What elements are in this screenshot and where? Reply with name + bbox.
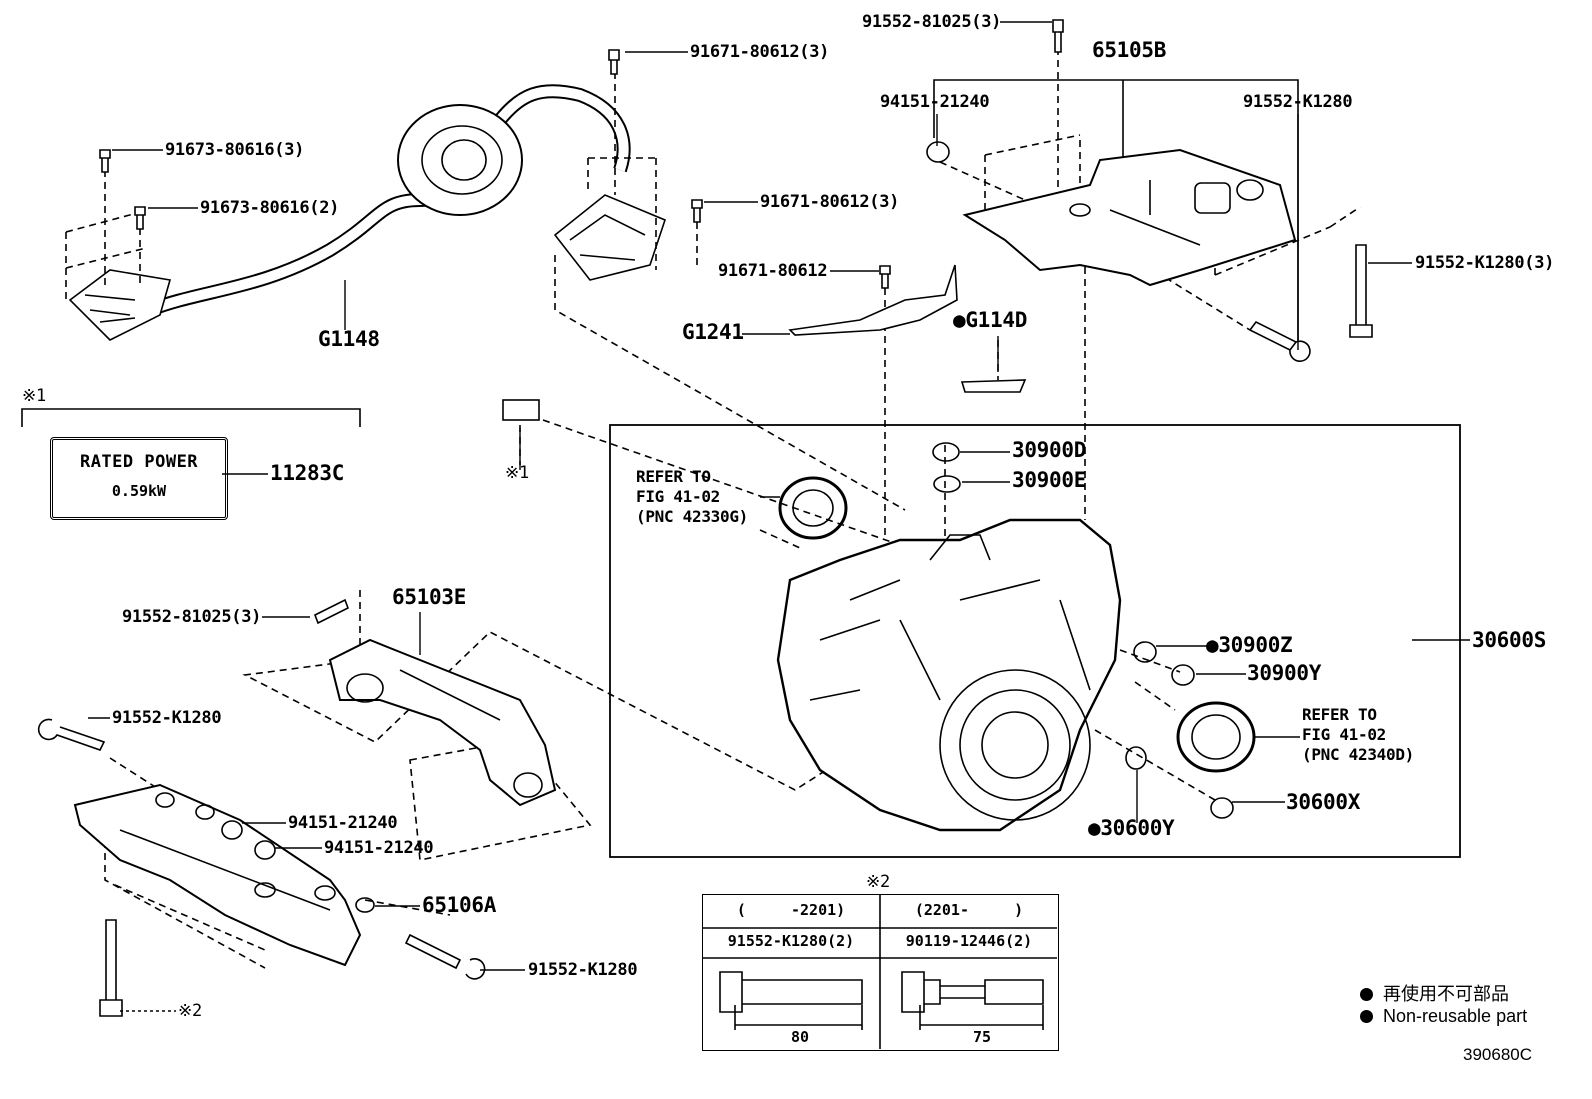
- bolt-table-left-range: ( -2201): [736, 901, 846, 919]
- label-30600x[interactable]: 30600X: [1286, 790, 1361, 814]
- mount-65105b: [962, 148, 1297, 287]
- label-91552-81025-top[interactable]: 91552-81025(3): [862, 12, 1002, 32]
- bolt-table-left-length: 80: [790, 1028, 810, 1046]
- label-30900z[interactable]: ●30900Z: [1206, 633, 1293, 657]
- label-g1241[interactable]: G1241: [682, 320, 744, 344]
- label-30600y[interactable]: ●30600Y: [1088, 816, 1175, 840]
- non-reusable-dot-icon: ●: [1088, 816, 1101, 840]
- diagram-code: 390680C: [1463, 1045, 1533, 1064]
- label-30900z-text: 30900Z: [1218, 633, 1293, 657]
- label-65105b[interactable]: 65105B: [1092, 38, 1167, 62]
- non-reusable-dot-icon: ●: [953, 308, 966, 332]
- label-91673-80616-2[interactable]: 91673-80616(2): [200, 198, 340, 218]
- transaxle-30600s: [776, 518, 1122, 832]
- label-91552-k1280-top[interactable]: 91552-K1280: [1243, 92, 1353, 112]
- non-reusable-dot-icon: ●: [1206, 633, 1219, 657]
- rated-power-value: 0.59kW: [111, 482, 167, 500]
- refer-note-top: REFER TO FIG 41-02 (PNC 42330G): [636, 467, 748, 526]
- label-94151-21240-b[interactable]: 94151-21240: [324, 838, 434, 858]
- wire-harness-g1148: [68, 84, 666, 341]
- label-30900e[interactable]: 30900E: [1012, 468, 1087, 492]
- note-mark-1-header: ※1: [22, 386, 46, 406]
- label-g114d[interactable]: ●G114D: [953, 308, 1028, 332]
- label-65103e[interactable]: 65103E: [392, 585, 467, 609]
- label-91673-80616-3[interactable]: 91673-80616(3): [165, 140, 305, 160]
- label-91552-k1280-3[interactable]: 91552-K1280(3): [1415, 253, 1555, 273]
- label-91671-80612-single[interactable]: 91671-80612: [718, 261, 828, 281]
- label-94151-21240-a[interactable]: 94151-21240: [288, 813, 398, 833]
- rated-power-label: RATED POWER 0.59kW: [50, 437, 228, 520]
- label-91552-81025-left[interactable]: 91552-81025(3): [122, 607, 262, 627]
- legend-dot-icon: [1360, 1010, 1373, 1023]
- note-mark-1-tag: ※1: [505, 463, 529, 483]
- crossmember-65106a: [73, 783, 375, 967]
- label-91552-k1280-bottom[interactable]: 91552-K1280: [528, 960, 638, 980]
- label-g114d-text: G114D: [965, 308, 1028, 332]
- legend-en-text: Non-reusable part: [1383, 1006, 1528, 1026]
- label-94151-21240-top[interactable]: 94151-21240: [880, 92, 990, 112]
- label-30900y[interactable]: 30900Y: [1247, 661, 1322, 685]
- note-mark-2-bolt: ※2: [178, 1001, 202, 1021]
- label-91671-80612-top[interactable]: 91671-80612(3): [690, 42, 830, 62]
- label-11283c[interactable]: 11283C: [270, 461, 345, 485]
- refer-note-right: REFER TO FIG 41-02 (PNC 42340D): [1302, 705, 1414, 764]
- label-30600s[interactable]: 30600S: [1472, 628, 1547, 652]
- legend-dot-icon: [1360, 988, 1373, 1001]
- rated-power-title: RATED POWER: [79, 452, 199, 472]
- label-30600y-text: 30600Y: [1100, 816, 1175, 840]
- label-91552-k1280-left[interactable]: 91552-K1280: [112, 708, 222, 728]
- oil-seal-upper: [778, 476, 848, 540]
- label-65106a[interactable]: 65106A: [422, 893, 497, 917]
- bolt-spec-table: [702, 894, 1059, 1051]
- oil-seal-right: [1176, 701, 1256, 773]
- bolt-table-right-part[interactable]: 90119-12446(2): [905, 932, 1033, 950]
- label-g1148[interactable]: G1148: [318, 327, 380, 351]
- label-91671-80612-mid[interactable]: 91671-80612(3): [760, 192, 900, 212]
- legend-jp-text: 再使用不可部品: [1383, 984, 1509, 1004]
- legend-jp: 再使用不可部品: [1360, 980, 1509, 1006]
- legend-en: Non-reusable part: [1360, 1006, 1527, 1027]
- bolt-table-right-range: (2201- ): [914, 901, 1024, 919]
- bolt-table-drawings: [702, 894, 1057, 1049]
- note-mark-2-table: ※2: [866, 872, 890, 892]
- bolt-table-right-length: 75: [972, 1028, 992, 1046]
- label-30900d[interactable]: 30900D: [1012, 438, 1087, 462]
- bolt-table-left-part[interactable]: 91552-K1280(2): [727, 932, 855, 950]
- mount-65103e: [328, 638, 557, 807]
